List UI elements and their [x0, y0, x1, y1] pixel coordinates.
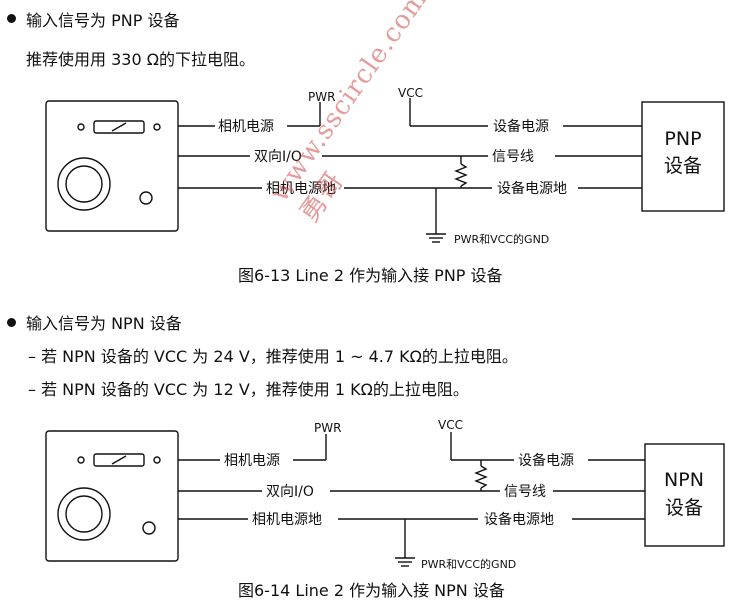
- label-cam-gnd: 相机电源地: [266, 181, 336, 197]
- npn-device-box: [644, 443, 725, 547]
- label-signal: 信号线: [492, 149, 534, 165]
- label-pwr: PWR: [314, 421, 341, 435]
- label-gnd: PWR和VCC的GND: [421, 557, 516, 571]
- section2-note-1: – 若 NPN 设备的 VCC 为 24 V，推荐使用 1 ~ 4.7 KΩ的上…: [28, 347, 518, 366]
- label-cam-power: 相机电源: [218, 119, 274, 135]
- section2-note-2: – 若 NPN 设备的 VCC 为 12 V，推荐使用 1 KΩ的上拉电阻。: [28, 380, 469, 399]
- bullet-icon: [7, 318, 16, 327]
- pnp-wiring-diagram: PWR VCC 相机电源 双向I/O 相机电源地 设备电源 信号线 设备电源地 …: [45, 88, 725, 246]
- figure-caption-1: 图6-13 Line 2 作为输入接 PNP 设备: [238, 266, 503, 285]
- camera-slot: [93, 120, 145, 134]
- section1-heading: 输入信号为 PNP 设备: [26, 11, 180, 30]
- label-gnd: PWR和VCC的GND: [454, 232, 549, 246]
- label-pwr: PWR: [308, 90, 335, 104]
- resistor-icon: [454, 163, 468, 187]
- camera-body: [45, 100, 179, 232]
- npn-wiring-diagram: PWR VCC 相机电源 双向I/O 相机电源地 设备电源 信号线 设备电源地 …: [45, 418, 725, 571]
- bullet-icon: [7, 14, 16, 23]
- label-io: 双向I/O: [254, 149, 302, 165]
- label-signal: 信号线: [504, 484, 546, 500]
- resistor-icon: [474, 465, 488, 489]
- label-vcc: VCC: [438, 418, 463, 432]
- label-cam-power: 相机电源: [224, 453, 280, 469]
- label-dev-power: 设备电源: [518, 452, 574, 469]
- label-dev-gnd: 设备电源地: [497, 180, 567, 197]
- device-label-2: 设备: [665, 497, 703, 519]
- label-cam-gnd: 相机电源地: [252, 512, 322, 528]
- figure-caption-2: 图6-14 Line 2 作为输入接 NPN 设备: [238, 581, 505, 600]
- label-dev-gnd: 设备电源地: [484, 511, 554, 528]
- pnp-device-box: [641, 101, 725, 212]
- camera-led-right: [153, 456, 161, 464]
- section1-note: 推荐使用用 330 Ω的下拉电阻。: [26, 50, 255, 69]
- camera-connector-icon: [57, 487, 111, 541]
- camera-led-left: [77, 456, 85, 464]
- device-label-2: 设备: [664, 155, 702, 177]
- camera-led-right: [153, 123, 161, 131]
- label-dev-power: 设备电源: [493, 118, 549, 135]
- section2-heading: 输入信号为 NPN 设备: [26, 314, 182, 333]
- label-io: 双向I/O: [266, 484, 314, 500]
- camera-led-left: [77, 123, 85, 131]
- label-vcc: VCC: [398, 88, 423, 100]
- camera-slot: [93, 453, 145, 467]
- camera-connector-icon: [57, 157, 111, 211]
- device-label-1: PNP: [664, 128, 701, 150]
- camera-body: [45, 430, 179, 562]
- device-label-1: NPN: [664, 469, 704, 491]
